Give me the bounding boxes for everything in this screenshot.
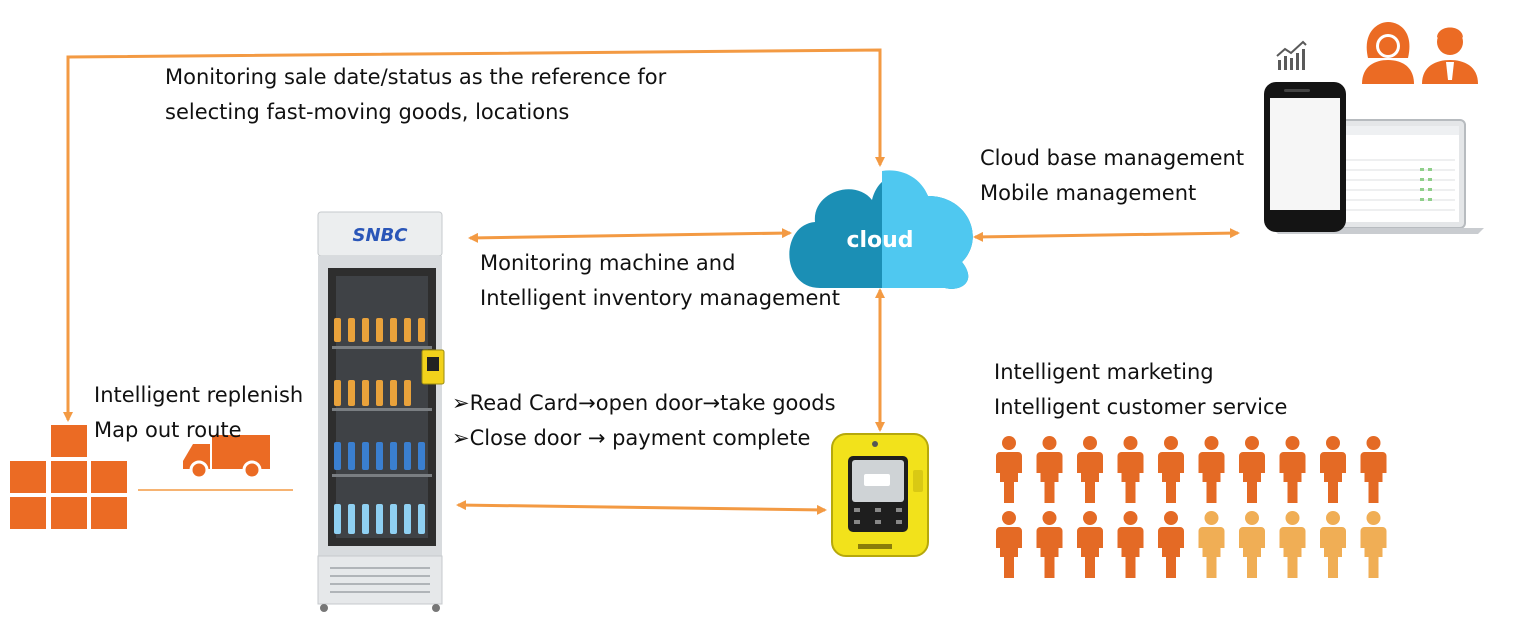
person-icon: [1320, 436, 1346, 503]
cloud-label: cloud: [846, 228, 914, 253]
purchase-flow-label: ➢Read Card→open door→take goods ➢Close d…: [452, 391, 836, 450]
person-icon: [1077, 511, 1103, 578]
person-icon: [1077, 436, 1103, 503]
person-icon: [1279, 436, 1306, 503]
connectors: [63, 48, 1240, 515]
top-feedback-loop: [63, 48, 885, 422]
person-icon: [1320, 511, 1346, 578]
person-icon: [996, 511, 1022, 578]
people-crowd-icon: [996, 436, 1387, 578]
machine-terminal-link: [456, 500, 827, 515]
person-icon: [1036, 511, 1063, 578]
replenish-label: Intelligent replenish Map out route: [94, 383, 304, 442]
person-icon: [1279, 511, 1306, 578]
person-icon: [1239, 436, 1265, 503]
person-icon: [1360, 436, 1387, 503]
person-icon: [1198, 511, 1225, 578]
male-user-icon: [1422, 27, 1478, 84]
bar-chart-icon: [1276, 40, 1307, 70]
cloud-management-label: Cloud base management Mobile management: [980, 146, 1245, 205]
phone-icon: [1264, 82, 1346, 232]
person-icon: [1360, 511, 1387, 578]
person-icon: [1036, 436, 1063, 503]
cloud-devices-link: [973, 228, 1240, 242]
boxes-icon: [10, 425, 127, 529]
cloud-icon: [789, 170, 973, 289]
machine-cloud-link: [468, 228, 792, 243]
machine-monitoring-label: Monitoring machine and Intelligent inven…: [480, 251, 840, 310]
person-icon: [1158, 511, 1184, 578]
brand-logo: SNBC: [353, 225, 409, 246]
marketing-label: Intelligent marketing Intelligent custom…: [994, 360, 1288, 419]
person-icon: [1239, 511, 1265, 578]
female-user-icon: [1362, 22, 1414, 84]
payment-terminal: [831, 433, 929, 557]
vending-machine: SNBC: [317, 211, 445, 612]
person-icon: [1117, 511, 1144, 578]
person-icon: [1158, 436, 1184, 503]
person-icon: [996, 436, 1022, 503]
person-icon: [1117, 436, 1144, 503]
truck-icon: [183, 435, 270, 480]
person-icon: [1198, 436, 1225, 503]
sales-monitoring-label: Monitoring sale date/status as the refer…: [165, 65, 667, 124]
